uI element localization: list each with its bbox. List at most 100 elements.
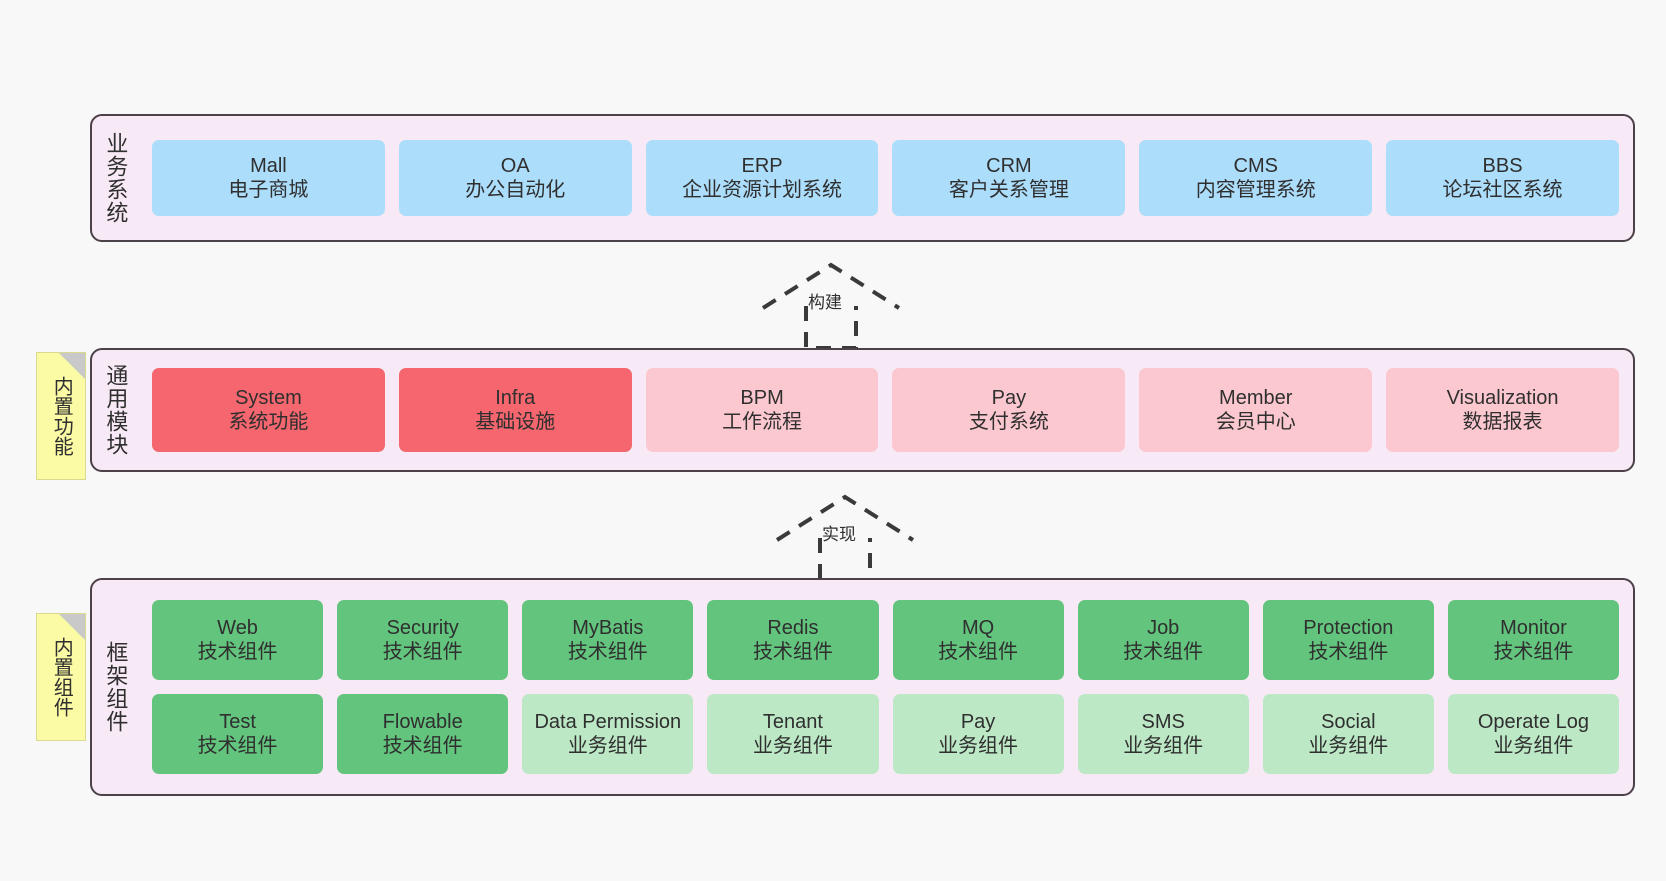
card-title: Protection xyxy=(1303,616,1394,639)
card-subtitle: 客户关系管理 xyxy=(948,179,1069,201)
card-title: Job xyxy=(1147,616,1180,639)
note-text: 内置功能 xyxy=(50,376,73,456)
card-title: MyBatis xyxy=(572,616,644,639)
card-member[interactable]: Member 会员中心 xyxy=(1139,368,1373,452)
arrowhead-open-triangle xyxy=(775,494,915,542)
card-subtitle: 电子商城 xyxy=(228,179,309,201)
note-fold-corner xyxy=(59,353,85,379)
card-title: Pay xyxy=(960,710,996,733)
layer-title-framework-component: 框架组件 xyxy=(103,641,129,733)
arrowhead-open-triangle xyxy=(761,262,901,310)
layer-framework-component: 框架组件 Web 技术组件 Security 技术组件 MyBatis 技术组件… xyxy=(90,578,1635,796)
card-data-permission[interactable]: Data Permission 业务组件 xyxy=(522,694,694,774)
card-title: Pay xyxy=(991,386,1027,409)
card-operate-log[interactable]: Operate Log 业务组件 xyxy=(1447,694,1619,774)
note-text: 内置组件 xyxy=(50,637,73,717)
card-row: Test 技术组件 Flowable 技术组件 Data Permission … xyxy=(152,694,1619,774)
card-title: ERP xyxy=(741,154,783,177)
card-job[interactable]: Job 技术组件 xyxy=(1077,600,1249,680)
card-test[interactable]: Test 技术组件 xyxy=(152,694,324,774)
card-subtitle: 业务组件 xyxy=(1308,735,1389,757)
card-title: Flowable xyxy=(382,710,463,733)
card-bbs[interactable]: BBS 论坛社区系统 xyxy=(1386,140,1619,216)
card-erp[interactable]: ERP 企业资源计划系统 xyxy=(645,140,879,216)
card-crm[interactable]: CRM 客户关系管理 xyxy=(892,140,1126,216)
card-system[interactable]: System 系统功能 xyxy=(152,368,385,452)
card-subtitle: 内容管理系统 xyxy=(1195,179,1316,201)
card-title: Infra xyxy=(495,386,536,409)
card-subtitle: 技术组件 xyxy=(197,641,278,663)
card-subtitle: 会员中心 xyxy=(1215,411,1296,433)
card-mall[interactable]: Mall 电子商城 xyxy=(152,140,385,216)
card-title: Test xyxy=(219,710,256,733)
card-title: Mall xyxy=(250,154,287,177)
card-subtitle: 技术组件 xyxy=(382,735,463,757)
card-subtitle: 支付系统 xyxy=(968,411,1049,433)
layer-title-common-module: 通用模块 xyxy=(103,364,129,456)
card-title: Data Permission xyxy=(534,710,682,733)
card-title: Social xyxy=(1321,710,1376,733)
layer-body-common-module: System 系统功能 Infra 基础设施 BPM 工作流程 Pay 支付系统… xyxy=(138,350,1633,470)
card-title: SMS xyxy=(1141,710,1185,733)
card-title: Operate Log xyxy=(1477,710,1590,733)
card-subtitle: 技术组件 xyxy=(1308,641,1389,663)
card-subtitle: 业务组件 xyxy=(1493,735,1574,757)
card-tenant[interactable]: Tenant 业务组件 xyxy=(707,694,879,774)
card-social[interactable]: Social 业务组件 xyxy=(1262,694,1434,774)
layer-title-business-system: 业务系统 xyxy=(103,132,129,224)
card-oa[interactable]: OA 办公自动化 xyxy=(398,140,632,216)
card-redis[interactable]: Redis 技术组件 xyxy=(707,600,879,680)
card-title: Security xyxy=(386,616,459,639)
card-subtitle: 工作流程 xyxy=(722,411,803,433)
card-title: CMS xyxy=(1233,154,1278,177)
card-title: Tenant xyxy=(762,710,823,733)
arrow-label-implement: 实现 xyxy=(822,525,856,544)
card-visualization[interactable]: Visualization 数据报表 xyxy=(1386,368,1619,452)
card-title: CRM xyxy=(986,154,1032,177)
card-title: Visualization xyxy=(1446,386,1559,409)
note-builtin-component: 内置组件 xyxy=(36,613,86,741)
card-mybatis[interactable]: MyBatis 技术组件 xyxy=(522,600,694,680)
layer-body-framework-component: Web 技术组件 Security 技术组件 MyBatis 技术组件 Redi… xyxy=(138,580,1633,794)
card-title: Redis xyxy=(767,616,819,639)
card-subtitle: 技术组件 xyxy=(567,641,648,663)
card-subtitle: 基础设施 xyxy=(475,411,556,433)
card-pay[interactable]: Pay 支付系统 xyxy=(892,368,1126,452)
card-title: OA xyxy=(500,154,530,177)
card-subtitle: 技术组件 xyxy=(938,641,1019,663)
card-mq[interactable]: MQ 技术组件 xyxy=(892,600,1064,680)
card-sms[interactable]: SMS 业务组件 xyxy=(1077,694,1249,774)
card-row: Mall 电子商城 OA 办公自动化 ERP 企业资源计划系统 CRM 客户关系… xyxy=(152,140,1619,216)
card-web[interactable]: Web 技术组件 xyxy=(152,600,324,680)
card-subtitle: 办公自动化 xyxy=(465,179,566,201)
card-title: Web xyxy=(217,616,258,639)
card-title: Member xyxy=(1219,386,1293,409)
card-row: Web 技术组件 Security 技术组件 MyBatis 技术组件 Redi… xyxy=(152,600,1619,680)
card-bpm[interactable]: BPM 工作流程 xyxy=(645,368,879,452)
card-title: MQ xyxy=(961,616,995,639)
card-subtitle: 业务组件 xyxy=(938,735,1019,757)
card-title: System xyxy=(235,386,302,409)
card-subtitle: 技术组件 xyxy=(752,641,833,663)
arrow-implement: 实现 xyxy=(772,490,918,582)
card-subtitle: 业务组件 xyxy=(567,735,648,757)
card-infra[interactable]: Infra 基础设施 xyxy=(398,368,632,452)
arrow-build: 构建 xyxy=(758,258,904,350)
card-cms[interactable]: CMS 内容管理系统 xyxy=(1139,140,1373,216)
card-subtitle: 企业资源计划系统 xyxy=(682,179,843,201)
layer-business-system: 业务系统 Mall 电子商城 OA 办公自动化 ERP 企业资源计划系统 CRM xyxy=(90,114,1635,242)
card-subtitle: 技术组件 xyxy=(1493,641,1574,663)
card-pay-business[interactable]: Pay 业务组件 xyxy=(892,694,1064,774)
card-subtitle: 论坛社区系统 xyxy=(1442,179,1563,201)
card-security[interactable]: Security 技术组件 xyxy=(337,600,509,680)
card-subtitle: 技术组件 xyxy=(382,641,463,663)
card-subtitle: 技术组件 xyxy=(197,735,278,757)
card-subtitle: 数据报表 xyxy=(1462,411,1543,433)
card-subtitle: 系统功能 xyxy=(228,411,309,433)
card-monitor[interactable]: Monitor 技术组件 xyxy=(1447,600,1619,680)
card-protection[interactable]: Protection 技术组件 xyxy=(1262,600,1434,680)
layer-common-module: 通用模块 System 系统功能 Infra 基础设施 BPM 工作流程 Pay xyxy=(90,348,1635,472)
arrow-label-build: 构建 xyxy=(808,293,842,312)
card-flowable[interactable]: Flowable 技术组件 xyxy=(337,694,509,774)
